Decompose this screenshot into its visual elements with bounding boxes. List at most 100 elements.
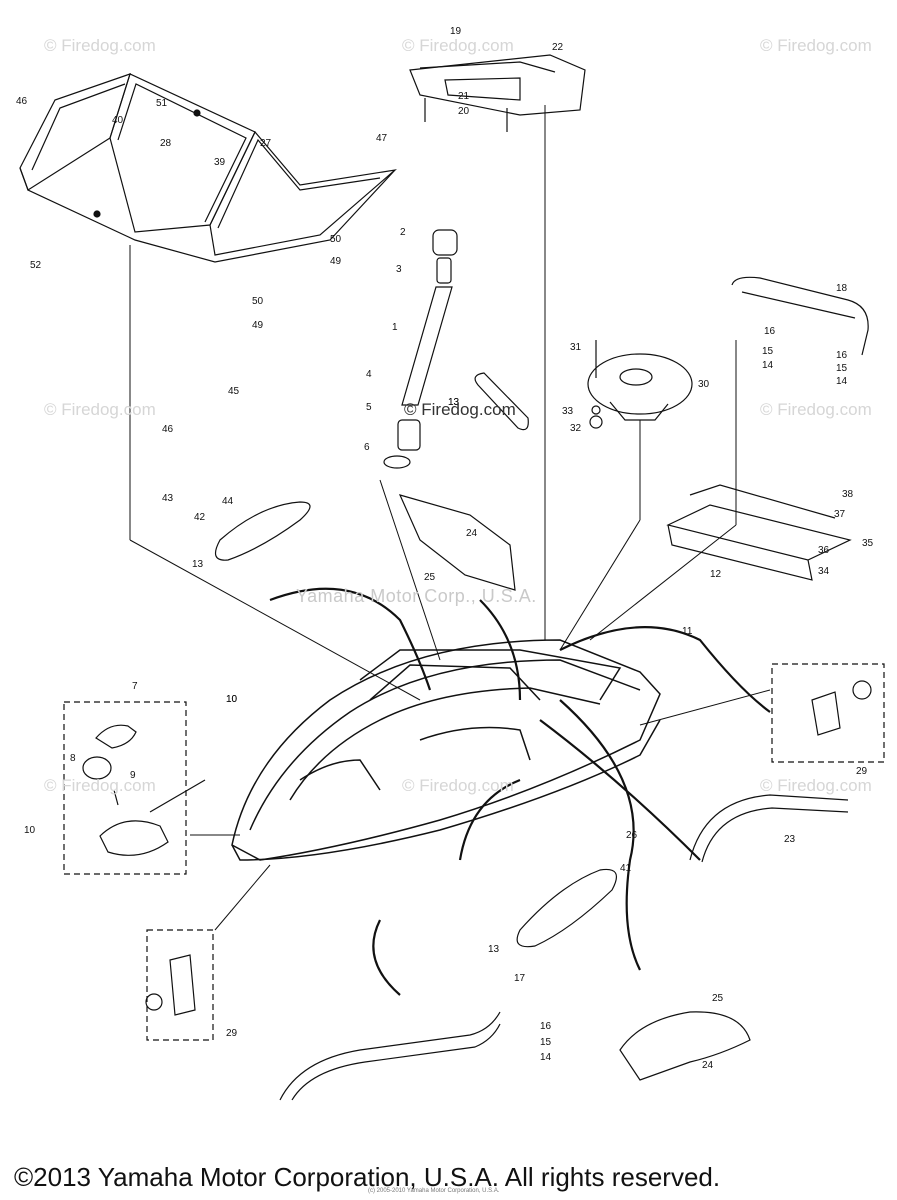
- watermark: Yamaha Motor Corp., U.S.A.: [296, 586, 537, 606]
- callout: 24: [466, 528, 478, 539]
- windshield: [19, 73, 397, 263]
- watermark: © Firedog.com: [44, 36, 156, 55]
- callout: 13: [192, 559, 204, 570]
- callout: 25: [712, 993, 724, 1004]
- callout: 13: [448, 397, 460, 408]
- callout: 14: [762, 360, 774, 371]
- steering-wheels: [214, 372, 618, 948]
- callout: 10: [226, 694, 238, 705]
- callout: 14: [540, 1052, 552, 1063]
- tie-box-left: [146, 929, 214, 1041]
- callout: 46: [162, 424, 174, 435]
- callout: 13: [448, 397, 460, 408]
- grab-rail-18: [731, 276, 869, 356]
- tie-parts-right: [811, 680, 872, 736]
- callout: 49: [330, 256, 342, 267]
- callout: 11: [682, 626, 693, 637]
- callout: 13: [488, 944, 500, 955]
- seat-plate: [409, 54, 586, 132]
- callout: 24: [702, 1060, 714, 1071]
- watermark: © Firedog.com: [760, 400, 872, 419]
- copyright-notice: ©2013 Yamaha Motor Corporation, U.S.A. A…: [14, 1162, 721, 1192]
- callout: 33: [562, 406, 574, 417]
- callout: 15: [762, 346, 774, 357]
- callout: 50: [252, 296, 264, 307]
- callout: 1: [392, 322, 398, 333]
- callout: 9: [130, 770, 136, 781]
- horn-box: [63, 701, 187, 875]
- callout: 39: [214, 157, 226, 168]
- grab-rail-17: [279, 1011, 501, 1101]
- tie-box-right: [771, 663, 885, 763]
- callout: 43: [162, 493, 174, 504]
- callout: 47: [376, 133, 388, 144]
- watermark: © Firedog.com: [760, 776, 872, 795]
- callout: 12: [710, 569, 722, 580]
- seat-bracket: [398, 494, 516, 591]
- callout: 16: [764, 326, 776, 337]
- dash-plate: [587, 353, 693, 421]
- callout: 18: [836, 283, 848, 294]
- callout: 46: [16, 96, 28, 107]
- callout: 25: [424, 572, 436, 583]
- callout: 44: [222, 496, 234, 507]
- callouts: 1 2 3 4 5 6 7 8 9 10 10 10 11 12 13 13 1…: [16, 26, 874, 1071]
- callout: 5: [366, 402, 372, 413]
- tiny-copyright: (c) 2005-2010 Yamaha Motor Corporation, …: [368, 1188, 500, 1194]
- watermark: © Firedog.com: [44, 400, 156, 419]
- hardware: [93, 109, 603, 429]
- callout: 37: [834, 509, 846, 520]
- callout: 20: [458, 106, 470, 117]
- callout: 3: [396, 264, 402, 275]
- callout: 49: [252, 320, 264, 331]
- callout: 21: [458, 91, 470, 102]
- watermark: © Firedog.com: [44, 776, 156, 795]
- callout: 4: [366, 369, 372, 380]
- boat-hull: [231, 639, 661, 861]
- callout: 31: [570, 342, 582, 353]
- callout: 42: [194, 512, 206, 523]
- hose-leaders: [269, 587, 771, 996]
- callout: 8: [70, 753, 76, 764]
- callout: 27: [260, 138, 272, 149]
- callout: 35: [862, 538, 874, 549]
- callout: 15: [836, 363, 848, 374]
- steering-column: [383, 229, 458, 469]
- watermark: © Firedog.com: [402, 36, 514, 55]
- callout: 28: [160, 138, 172, 149]
- grab-rail-23: [689, 794, 849, 863]
- callout: 29: [856, 766, 868, 777]
- callout: 16: [540, 1021, 552, 1032]
- callout: 40: [112, 115, 124, 126]
- callout: 10: [24, 825, 36, 836]
- horn-parts: [82, 724, 206, 856]
- leader-lines: [129, 105, 771, 931]
- callout: 26: [626, 830, 638, 841]
- tie-parts-left: [145, 954, 196, 1016]
- callout: 38: [842, 489, 854, 500]
- callout: 16: [836, 350, 848, 361]
- callout: 45: [228, 386, 240, 397]
- callout: 10: [226, 694, 238, 705]
- side-rails: [666, 484, 852, 581]
- callout: 14: [836, 376, 848, 387]
- callout: 22: [552, 42, 564, 53]
- callout: 51: [156, 98, 168, 109]
- callout: 2: [400, 227, 406, 238]
- callout: 32: [570, 423, 582, 434]
- watermark: © Firedog.com: [402, 776, 514, 795]
- callout: 36: [818, 545, 830, 556]
- callout: 15: [540, 1037, 552, 1048]
- callout: 30: [698, 379, 710, 390]
- callout: 34: [818, 566, 830, 577]
- callout: 23: [784, 834, 796, 845]
- callout: 29: [226, 1028, 238, 1039]
- watermark: © Firedog.com: [404, 400, 516, 419]
- callout: 6: [364, 442, 370, 453]
- callout: 17: [514, 973, 526, 984]
- callout: 7: [132, 681, 138, 692]
- watermark: © Firedog.com: [760, 36, 872, 55]
- callout: 52: [30, 260, 42, 271]
- callout: 50: [330, 234, 342, 245]
